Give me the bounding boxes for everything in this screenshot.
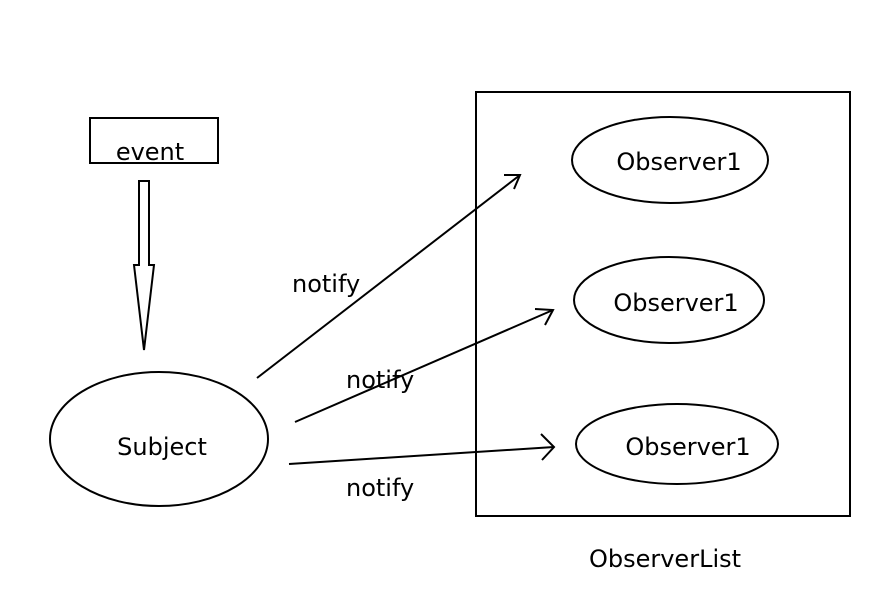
observer-node: Observer1 xyxy=(573,256,765,344)
observer-ellipse xyxy=(573,256,765,344)
notify-label: notify xyxy=(292,270,360,298)
observer-list-container: ObserverList xyxy=(475,91,851,573)
observer-ellipse xyxy=(575,403,779,485)
event-node: event xyxy=(89,117,219,166)
notify-arrow xyxy=(256,174,522,379)
observer-list-label: ObserverList xyxy=(589,545,741,573)
observer-ellipse xyxy=(571,116,769,204)
subject-label: Subject xyxy=(117,433,207,461)
notify-arrow xyxy=(288,433,556,465)
notify-label: notify xyxy=(346,474,414,502)
observer-node: Observer1 xyxy=(571,116,769,204)
notify-label: notify xyxy=(346,366,414,394)
observer-label: Observer1 xyxy=(613,289,738,317)
event-box xyxy=(89,117,219,164)
event-label: event xyxy=(116,138,184,166)
observer-label: Observer1 xyxy=(625,433,750,461)
event-to-subject-arrow xyxy=(132,180,156,351)
observer-label: Observer1 xyxy=(616,148,741,176)
observer-node: Observer1 xyxy=(575,403,779,485)
subject-node: Subject xyxy=(49,371,269,507)
notify-arrow xyxy=(294,308,555,423)
subject-ellipse xyxy=(49,371,269,507)
observer-list-box xyxy=(475,91,851,517)
